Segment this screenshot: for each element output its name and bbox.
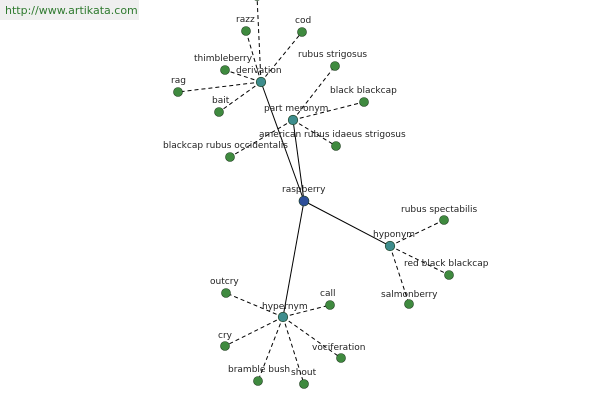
label-red-black-blackcap: red black blackcap xyxy=(404,259,489,269)
label-shout: shout xyxy=(291,368,317,378)
node-rag[interactable] xyxy=(173,87,183,97)
label-salmonberry: salmonberry xyxy=(381,290,438,300)
label-bait: bait xyxy=(212,96,230,106)
label-american-rubus-idaeus-strigosus: american rubus idaeus strigosus xyxy=(259,130,406,140)
label-raspberry: raspberry xyxy=(282,185,326,195)
node-derivation[interactable] xyxy=(255,76,267,88)
label-hyponym: hyponym xyxy=(373,230,415,240)
edge-raspberry-derivation xyxy=(260,81,305,202)
node-blackcap-rubus-occidentalis[interactable] xyxy=(225,152,235,162)
node-cry[interactable] xyxy=(220,341,230,351)
edge-hypernym-vociferation xyxy=(282,316,342,359)
node-hypernym[interactable] xyxy=(277,311,289,323)
label-hypernym: hypernym xyxy=(262,302,308,312)
edge-derivation-razz xyxy=(245,30,262,83)
label-thimbleberry: thimbleberry xyxy=(194,54,253,64)
label-razz: razz xyxy=(236,15,255,25)
edge-part-meronym-black-blackcap xyxy=(292,101,365,121)
edge-derivation-thimbleberry xyxy=(224,69,262,83)
label-derivation: derivation xyxy=(236,66,282,76)
node-vociferation[interactable] xyxy=(336,353,346,363)
edge-hypernym-outcry xyxy=(225,292,284,318)
edge-derivation-cod xyxy=(260,31,303,83)
labels-layer: razz cod thimbleberry rag bait derivation rubu… xyxy=(163,15,489,378)
edge-part-meronym-american-rubus-idaeus-strigosus xyxy=(292,119,337,147)
label-call: call xyxy=(320,289,335,299)
edge-part-meronym-rubus-strigosus xyxy=(292,65,336,121)
label-vociferation: vociferation xyxy=(312,343,365,353)
node-american-rubus-idaeus-strigosus[interactable] xyxy=(331,141,341,151)
label-bramble-bush: bramble bush xyxy=(228,365,290,375)
node-salmonberry[interactable] xyxy=(404,299,414,309)
node-rubus-spectabilis[interactable] xyxy=(439,215,449,225)
label-black-blackcap: black blackcap xyxy=(330,86,397,96)
node-black-blackcap[interactable] xyxy=(359,97,369,107)
edge-raspberry-part-meronym xyxy=(292,119,305,202)
watermark: http://www.artikata.com xyxy=(0,0,139,20)
edge-hypernym-bramble-bush xyxy=(257,316,284,382)
edge-hypernym-cry xyxy=(224,316,284,347)
label-blackcap-rubus-occidentalis: blackcap rubus occidentalis xyxy=(163,141,288,151)
node-cod[interactable] xyxy=(297,27,307,37)
edge-derivation-top-offscreen xyxy=(256,0,262,83)
edge-raspberry-hyponym xyxy=(303,200,391,247)
edge-derivation-bait xyxy=(218,81,262,113)
nodes-layer xyxy=(173,0,454,389)
edge-raspberry-hypernym xyxy=(282,200,305,318)
node-call[interactable] xyxy=(325,300,335,310)
node-bait[interactable] xyxy=(214,107,224,117)
edges-layer xyxy=(177,0,450,385)
label-rubus-spectabilis: rubus spectabilis xyxy=(401,205,478,215)
label-cod: cod xyxy=(295,16,311,26)
label-outcry: outcry xyxy=(210,277,239,287)
node-razz[interactable] xyxy=(241,26,251,36)
edge-hyponym-rubus-spectabilis xyxy=(389,219,445,247)
edge-hyponym-salmonberry xyxy=(389,245,410,305)
edge-hypernym-call xyxy=(282,304,331,318)
node-thimbleberry[interactable] xyxy=(220,65,230,75)
node-raspberry[interactable] xyxy=(298,195,310,207)
node-hyponym[interactable] xyxy=(384,240,396,252)
label-part-meronym: part meronym xyxy=(264,104,328,114)
watermark-text[interactable]: http://www.artikata.com xyxy=(5,4,138,17)
node-red-black-blackcap[interactable] xyxy=(444,270,454,280)
label-rubus-strigosus: rubus strigosus xyxy=(298,50,367,60)
node-part-meronym[interactable] xyxy=(287,114,299,126)
node-bramble-bush[interactable] xyxy=(253,376,263,386)
edge-part-meronym-blackcap-rubus-occidentalis xyxy=(229,119,294,158)
label-cry: cry xyxy=(218,331,233,341)
edge-hypernym-shout xyxy=(282,316,305,385)
node-outcry[interactable] xyxy=(221,288,231,298)
node-shout[interactable] xyxy=(299,379,309,389)
node-top-offscreen[interactable] xyxy=(253,0,262,1)
label-rag: rag xyxy=(171,76,186,86)
node-rubus-strigosus[interactable] xyxy=(330,61,340,71)
edge-hyponym-red-black-blackcap xyxy=(389,245,450,276)
